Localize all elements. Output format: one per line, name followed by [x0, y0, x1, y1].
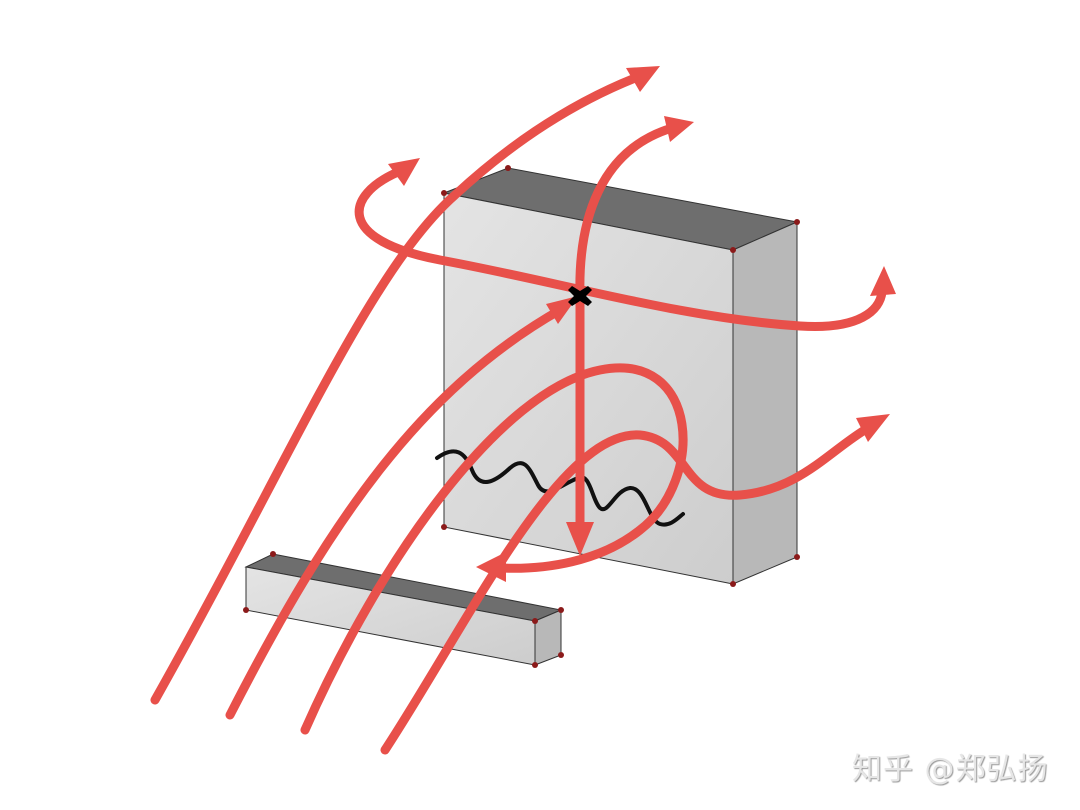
flow-line-wake	[380, 423, 873, 755]
arrow-head-icon	[856, 414, 890, 442]
large-block-vertices	[441, 165, 800, 587]
small-bar-vertices	[243, 551, 564, 668]
arrow-head-icon	[388, 158, 420, 186]
flow-line-long	[150, 73, 640, 705]
arrow-head-icon	[870, 266, 896, 296]
watermark: 知乎 @郑弘扬	[852, 752, 1049, 787]
arrow-head-icon	[664, 116, 694, 142]
small-bar	[243, 551, 564, 668]
arrow-head-icon	[566, 522, 594, 556]
flow-line-to-stagnation	[225, 305, 565, 720]
large-block-side	[732, 221, 798, 585]
arrow-head-icon	[626, 66, 660, 92]
flow-line-recirculation	[300, 363, 688, 735]
stagnation-point-icon	[568, 286, 592, 306]
flow-line-upward	[575, 123, 677, 301]
large-block	[441, 165, 800, 587]
